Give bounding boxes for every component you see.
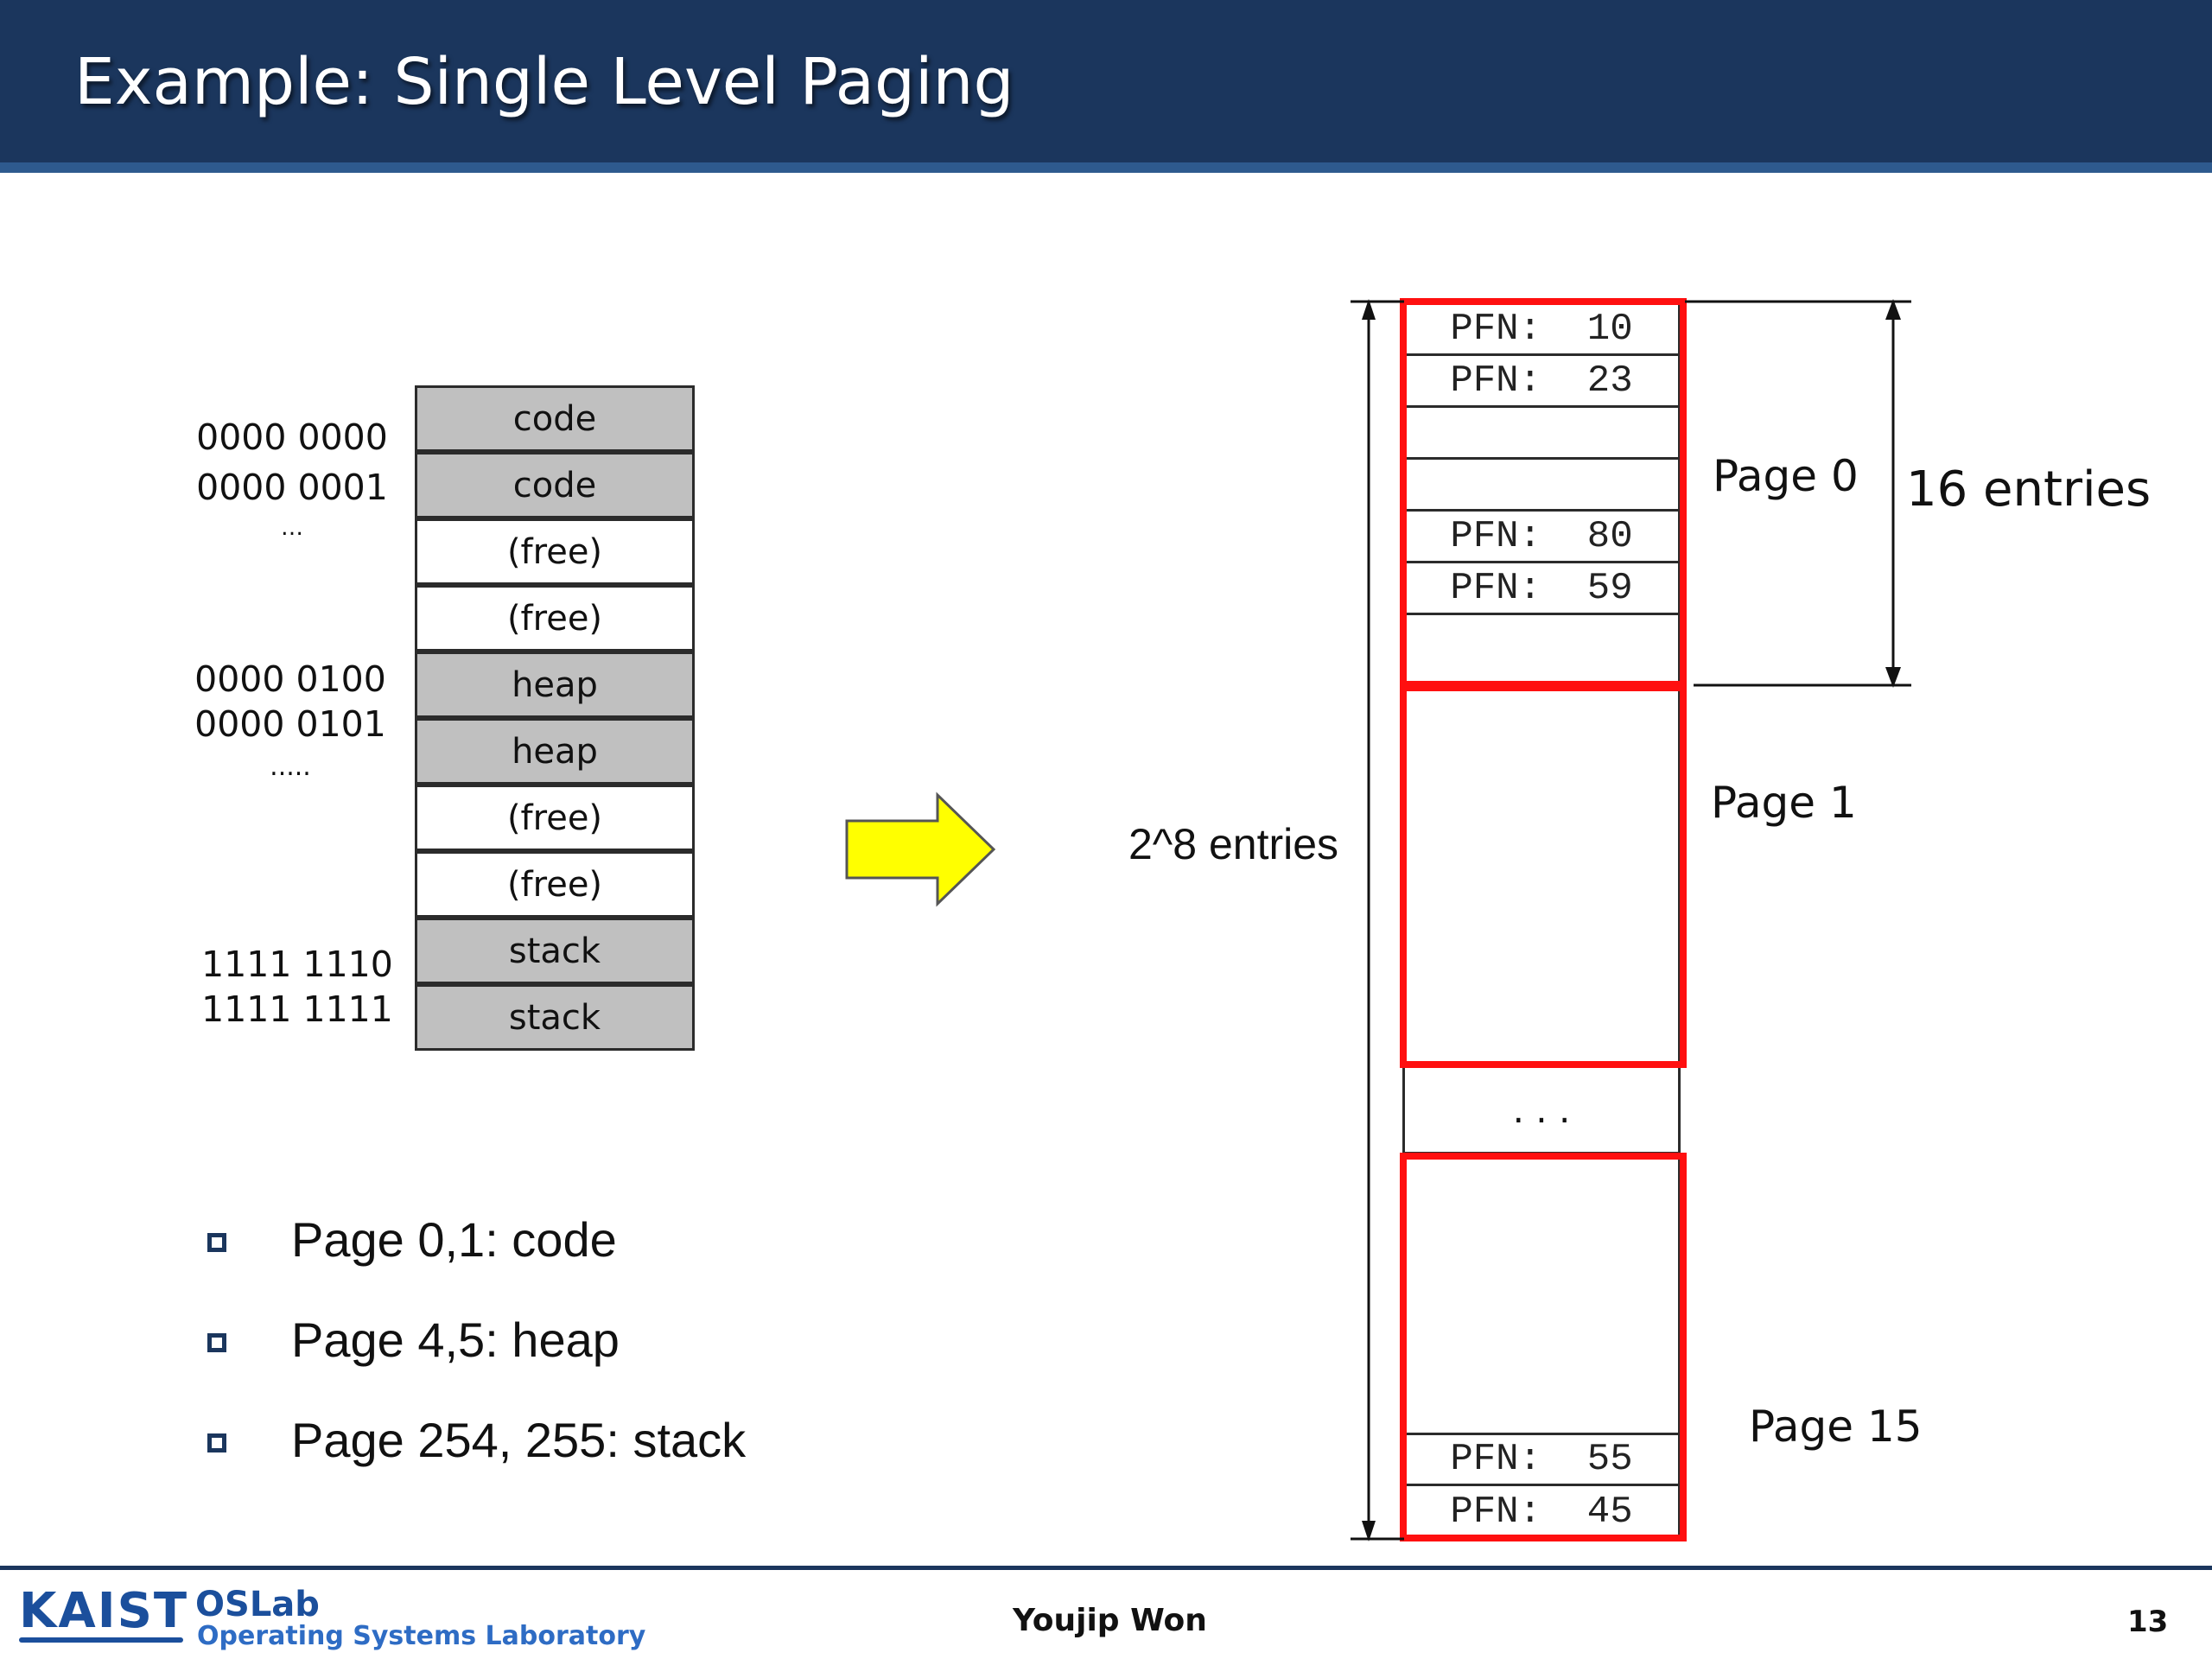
bullet-icon — [207, 1233, 226, 1252]
slide-number: 13 — [2127, 1605, 2169, 1639]
page-table-entry: PFN: 55 — [1402, 1433, 1681, 1486]
page-table-entry — [1402, 408, 1681, 460]
memory-block-heap: heap — [415, 718, 695, 785]
footer-divider — [0, 1566, 2212, 1570]
page-0-label: Page 0 — [1713, 451, 1859, 501]
address-label: 0000 0000 — [196, 416, 388, 458]
memory-block-stack: stack — [415, 918, 695, 984]
page-table-entry — [1402, 460, 1681, 512]
bullet-icon — [207, 1333, 226, 1352]
kaist-logo-swoosh — [19, 1637, 183, 1643]
oslab-logo: OSLab — [195, 1585, 320, 1624]
memory-block-free: (free) — [415, 518, 695, 585]
memory-block-code: code — [415, 385, 695, 452]
oslab-logo-subtitle: Operating Systems Laboratory — [197, 1621, 646, 1651]
memory-block-heap: heap — [415, 652, 695, 718]
bullet-text: Page 4,5: heap — [291, 1313, 620, 1367]
kaist-logo: KAIST — [19, 1583, 189, 1639]
memory-block-code: code — [415, 452, 695, 518]
page-table-ellipsis: . . . — [1402, 1065, 1681, 1154]
page-1-outline — [1400, 684, 1687, 1068]
total-entries-label: 2^8 entries — [1128, 820, 1339, 868]
address-label: 1111 1111 — [201, 988, 393, 1030]
slide-header — [0, 0, 2212, 173]
page-table-entry: PFN: 59 — [1402, 563, 1681, 615]
memory-block-free: (free) — [415, 851, 695, 918]
page-table-entry: PFN: 10 — [1402, 304, 1681, 356]
right-arrow-icon — [845, 791, 996, 907]
address-label: 1111 1110 — [201, 944, 393, 985]
total-entries-arrow-icon — [1351, 299, 1404, 1541]
address-label: 0000 0001 — [196, 467, 388, 508]
address-label: 0000 0100 — [194, 658, 386, 700]
bullet-text: Page 0,1: code — [291, 1212, 617, 1267]
page-table-entry: PFN: 45 — [1450, 1491, 1633, 1534]
slide-title: Example: Single Level Paging — [74, 45, 1014, 119]
memory-block-stack: stack — [415, 984, 695, 1051]
address-ellipsis: … — [281, 515, 303, 541]
page-table-entry: PFN: 23 — [1402, 356, 1681, 408]
page-table-entry: PFN: 80 — [1402, 512, 1681, 563]
page-15-outline — [1400, 1153, 1687, 1541]
sixteen-entries-arrow-icon — [1685, 299, 1911, 688]
page-15-label: Page 15 — [1749, 1402, 1923, 1452]
memory-block-free: (free) — [415, 585, 695, 652]
address-ellipsis: ..... — [270, 752, 311, 782]
address-label: 0000 0101 — [194, 703, 386, 745]
page-1-label: Page 1 — [1711, 778, 1857, 828]
author-name: Youjip Won — [1013, 1603, 1207, 1638]
sixteen-entries-label: 16 entries — [1906, 461, 2152, 518]
bullet-icon — [207, 1433, 226, 1452]
memory-block-free: (free) — [415, 785, 695, 851]
bullet-text: Page 254, 255: stack — [291, 1413, 747, 1467]
